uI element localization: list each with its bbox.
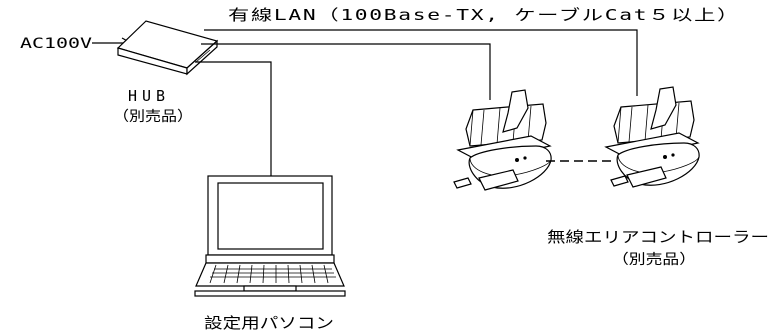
lan-cable-label: 有線LAN（100Base-TX, ケーブルCat５以上） xyxy=(228,6,740,24)
controller-label: 無線エリアコントローラー xyxy=(547,228,769,246)
hub-note-label: （別売品） xyxy=(113,109,193,125)
access-point-2 xyxy=(604,86,700,188)
power-input-label: AC100V xyxy=(20,36,93,52)
setup-pc xyxy=(194,175,346,297)
hub-device xyxy=(116,20,219,76)
access-point-1 xyxy=(453,89,552,191)
setup-pc-label: 設定用パソコン xyxy=(204,314,334,332)
controller-note-label: （別売品） xyxy=(612,252,696,268)
lan-cables xyxy=(195,29,638,176)
hub-label: HUB xyxy=(128,87,170,105)
